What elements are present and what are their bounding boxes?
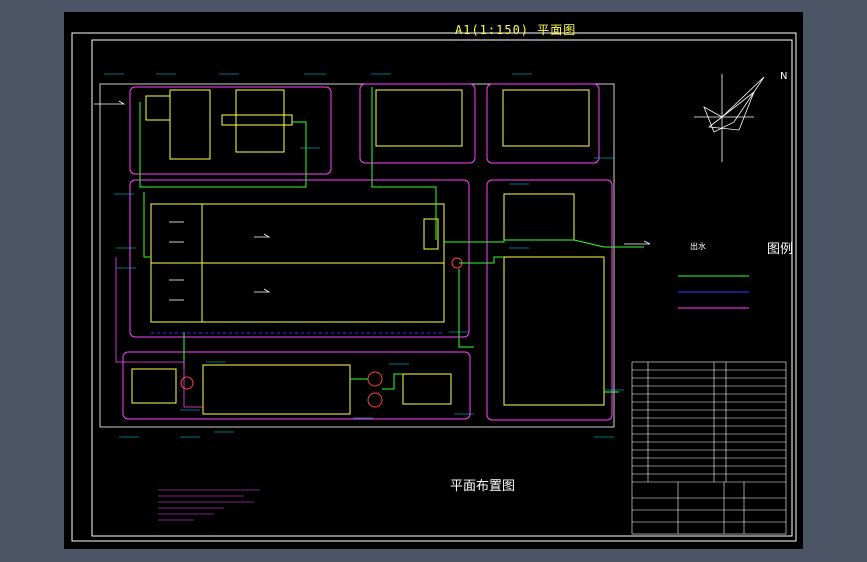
title-block xyxy=(631,361,787,535)
sludge-drying-bed xyxy=(503,256,605,406)
enclosure-sludge xyxy=(486,179,613,421)
pipe-2 xyxy=(143,192,151,258)
site-boundary xyxy=(99,83,615,428)
pump-house xyxy=(235,89,285,153)
enclosure-building-a xyxy=(359,83,476,164)
pipe-5 xyxy=(459,256,504,264)
screen-chamber xyxy=(145,95,171,121)
pipe-4 xyxy=(444,239,644,248)
pipe-1 xyxy=(139,102,307,188)
legend-title: 图例 xyxy=(767,242,794,257)
outflow-label: 出水 xyxy=(690,242,706,251)
outer-frame xyxy=(71,32,797,542)
notes-lines xyxy=(158,489,260,521)
enclosure-pretreatment xyxy=(129,86,332,175)
pipe-8 xyxy=(382,373,403,390)
outflow-arrow xyxy=(624,240,651,245)
tanks xyxy=(131,89,605,415)
pipe-10 xyxy=(458,269,474,348)
flow-arrow-1 xyxy=(254,233,271,238)
building-a xyxy=(375,89,463,147)
enclosure-building-b xyxy=(486,83,600,164)
north-label: N xyxy=(780,71,788,82)
drawing-sheet: A1(1:150) 平面图 N 图例 平面布置图 出水 xyxy=(64,12,803,549)
flow-arrow-2 xyxy=(254,288,271,293)
annotation-leaders xyxy=(104,73,624,438)
sludge-thickener xyxy=(503,193,575,241)
pipe-3 xyxy=(371,87,437,240)
sheet-title: A1(1:150) 平面图 xyxy=(455,23,577,37)
site-plan-drawing xyxy=(71,32,797,542)
flow-arrows xyxy=(94,100,651,301)
north-arrow xyxy=(694,74,765,162)
pump-circle-b xyxy=(367,371,383,387)
outlet-weir xyxy=(423,218,439,250)
green-pipes xyxy=(139,87,644,393)
enclosure-bottom xyxy=(122,351,471,420)
building-b xyxy=(502,89,590,147)
inflow-arrow xyxy=(94,100,126,105)
grit-chamber xyxy=(169,89,211,160)
enclosure-main-tank xyxy=(129,179,470,338)
pump-circle-c xyxy=(367,392,383,408)
legend xyxy=(678,275,749,309)
pump-shaft xyxy=(221,114,293,126)
return-pipe xyxy=(115,257,203,408)
enclosures xyxy=(122,83,613,421)
dosing-room xyxy=(402,373,452,405)
plan-title: 平面布置图 xyxy=(450,479,516,494)
inner-frame xyxy=(91,39,793,537)
blower-room xyxy=(202,364,351,415)
equipment-room xyxy=(131,368,177,404)
pump-circle-a xyxy=(180,376,194,390)
